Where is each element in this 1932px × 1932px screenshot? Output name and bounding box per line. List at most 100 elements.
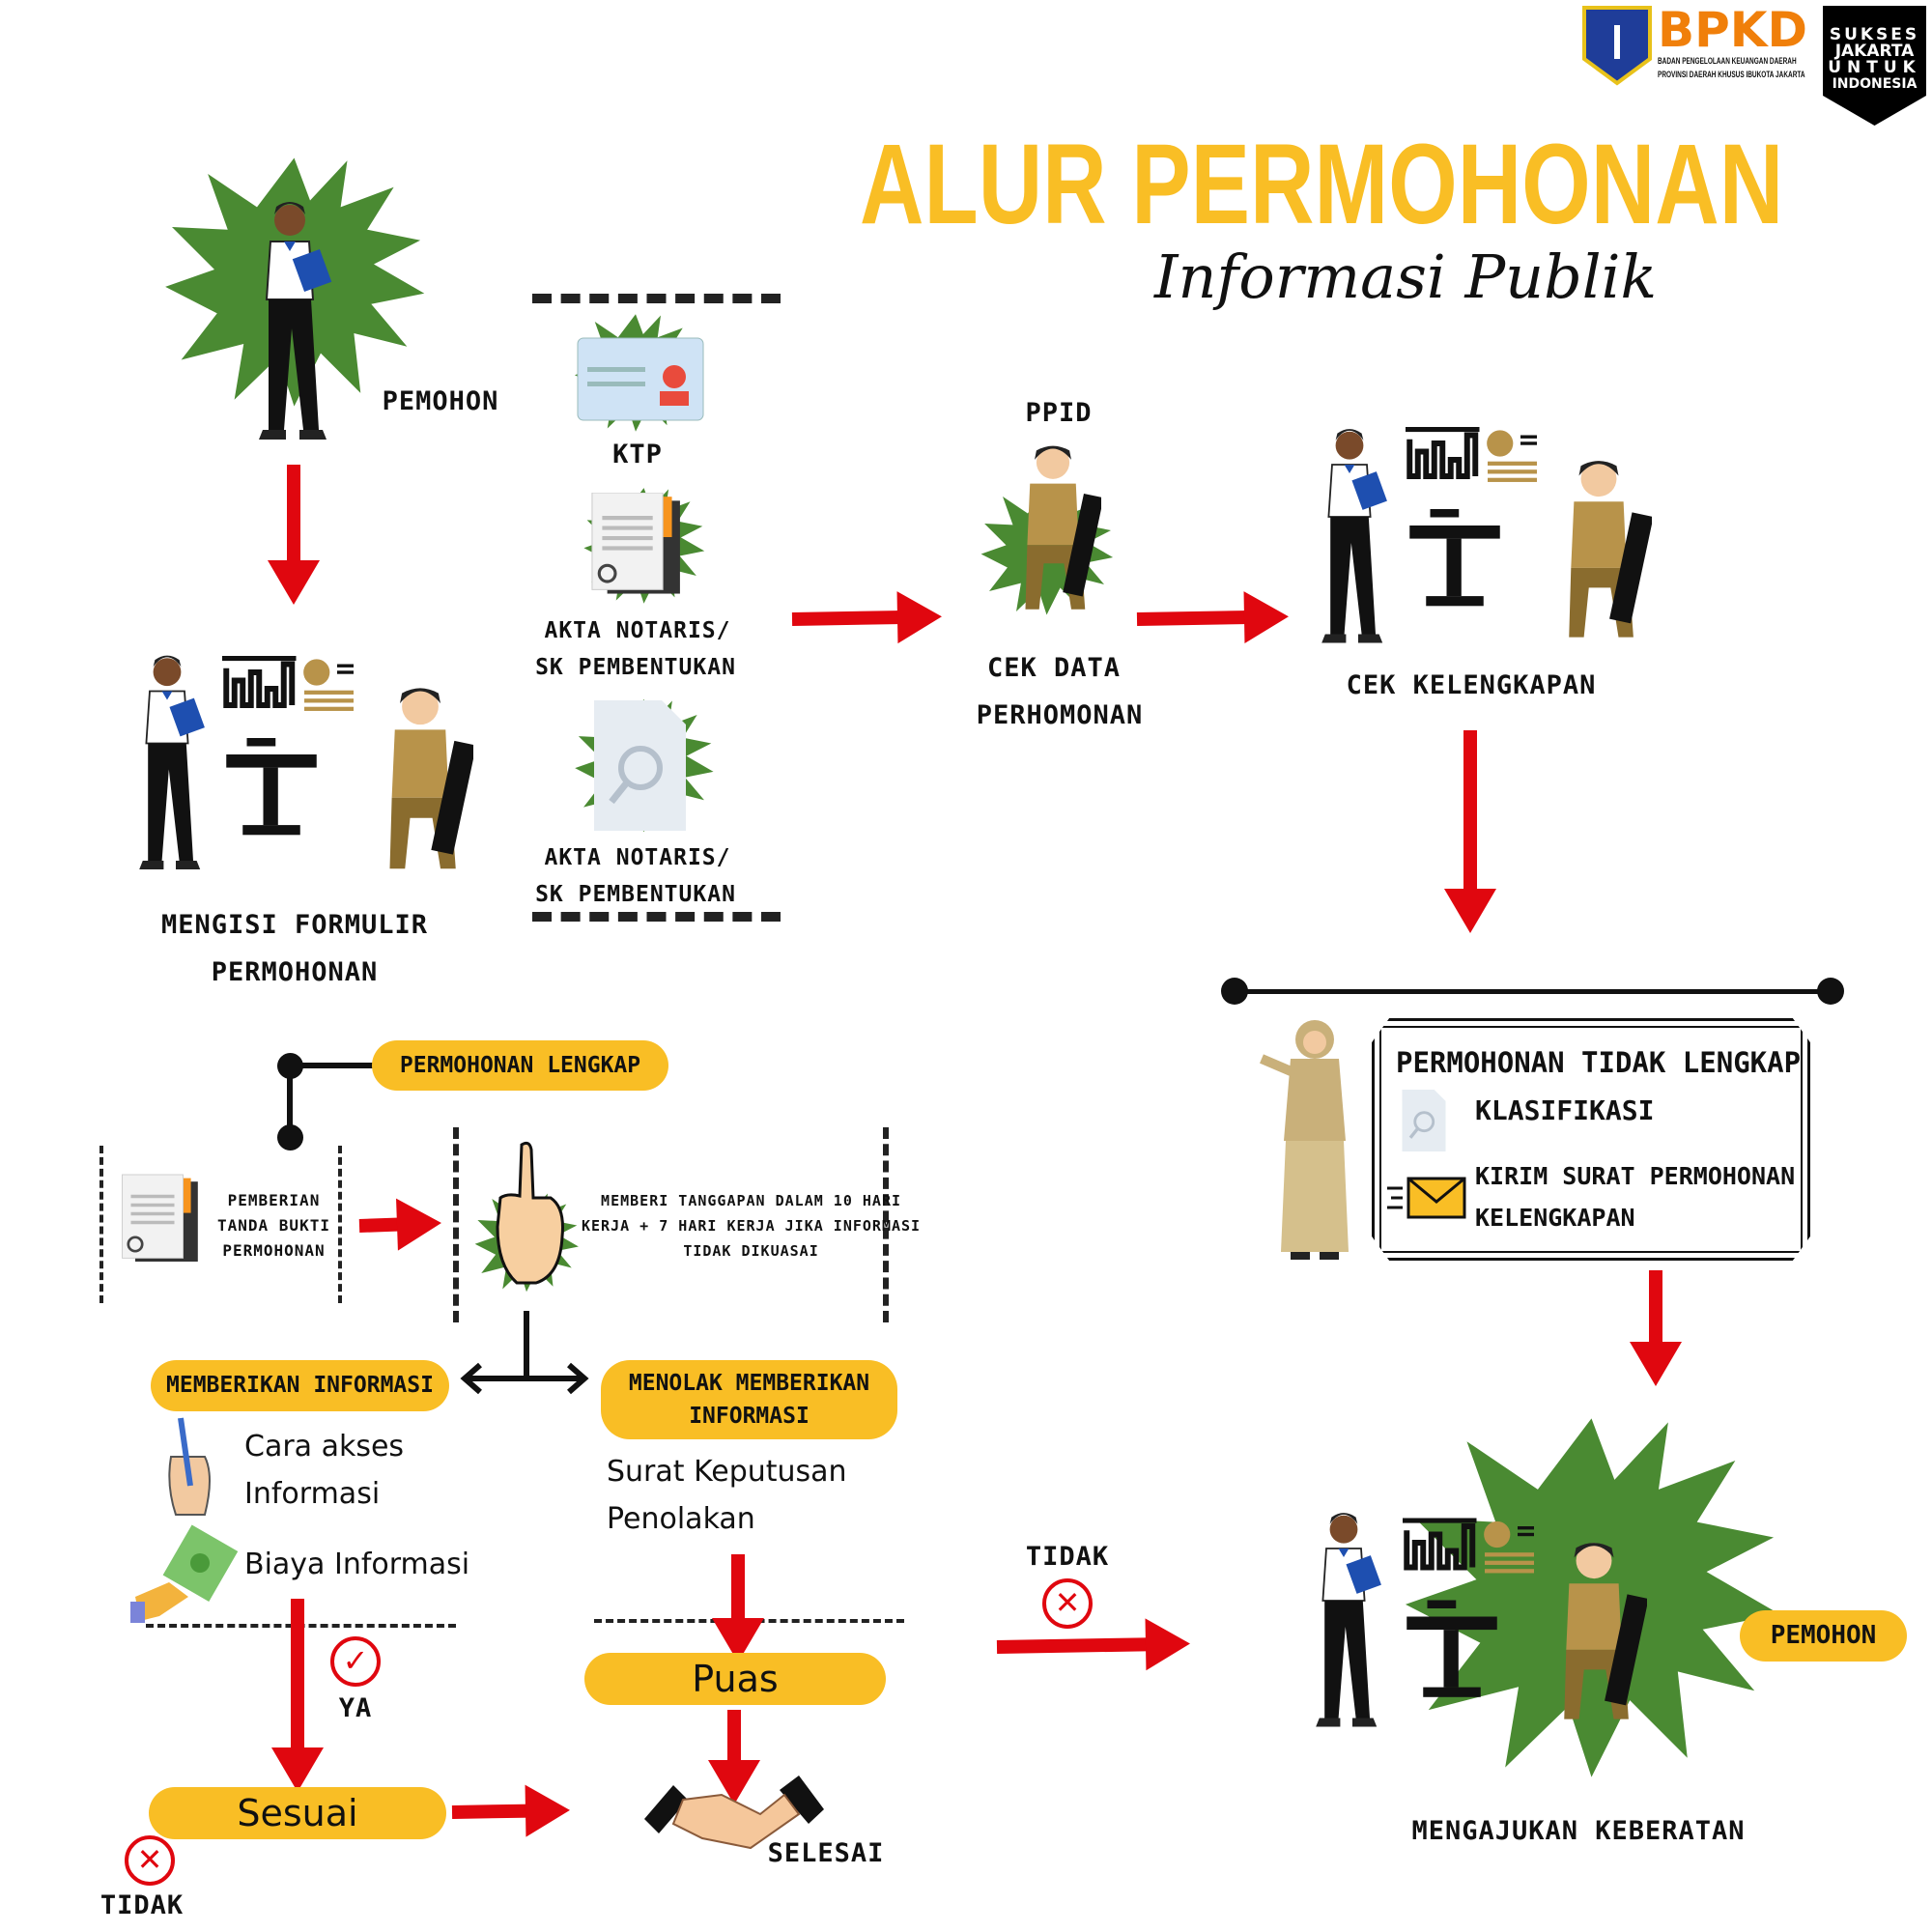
connector-dot	[277, 1124, 303, 1151]
text-line: TIDAK DIKUASAI	[683, 1242, 819, 1260]
label-keberatan: MENGAJUKAN KEBERATAN	[1411, 1816, 1746, 1846]
connector-line	[290, 1063, 377, 1068]
pill-permohonan-lengkap: PERMOHONAN LENGKAP	[372, 1040, 668, 1091]
arrow-right	[358, 1208, 441, 1240]
label-akta-1a: AKTA NOTARIS/	[544, 618, 731, 643]
badge-line: INDONESIA	[1832, 76, 1918, 92]
text-line: PERMOHONAN	[222, 1241, 326, 1260]
label-pemohon: PEMOHON	[382, 386, 499, 416]
envelope-icon	[1387, 1177, 1466, 1219]
text-line: TANDA BUKTI	[217, 1216, 330, 1235]
officer-figure	[1546, 454, 1652, 652]
arrow-right	[792, 602, 942, 634]
label-cek-kelengkapan: CEK KELENGKAPAN	[1346, 670, 1597, 700]
sukses-jakarta-badge: SUKSES JAKARTA UNTUK INDONESIA	[1823, 6, 1926, 126]
pill-puas: Puas	[584, 1653, 886, 1705]
arrow-down	[283, 1599, 312, 1792]
arrow-right	[997, 1630, 1190, 1662]
label-selesai: SELESAI	[767, 1838, 885, 1868]
woman-figure	[1300, 1497, 1387, 1739]
pemohon-figure	[242, 188, 338, 449]
woman-figure	[124, 638, 211, 884]
bpkd-line2: PROVINSI DAERAH KHUSUS IBUKOTA JAKARTA	[1658, 70, 1805, 79]
label-klasifikasi: KLASIFIKASI	[1475, 1094, 1655, 1126]
cross-icon: ✕	[125, 1835, 175, 1886]
label-mengisi-2: PERMOHONAN	[211, 957, 379, 987]
cross-icon: ✕	[1042, 1578, 1093, 1629]
officer-figure	[1541, 1536, 1647, 1734]
incomplete-title: PERMOHONAN TIDAK LENGKAP	[1396, 1046, 1802, 1079]
ppid-officer-figure	[1005, 440, 1101, 623]
label-kirim-1: KIRIM SURAT PERMOHONAN	[1475, 1162, 1796, 1190]
label-ppid: PPID	[1025, 398, 1093, 428]
page-title: ALUR PERMOHONAN	[860, 121, 1784, 248]
incomplete-box	[1372, 1018, 1810, 1261]
text-line: MENOLAK MEMBERIKAN	[628, 1370, 870, 1396]
pointing-hand-icon	[496, 1141, 564, 1285]
label-surat-2: Penolakan	[607, 1502, 755, 1536]
search-document-icon	[1402, 1090, 1446, 1151]
connector-line	[287, 1065, 293, 1137]
badge-line: SUKSES	[1829, 25, 1920, 44]
label-akta-2a: AKTA NOTARIS/	[544, 845, 731, 870]
woman-figure	[1306, 413, 1393, 655]
text-line: KERJA + 7 HARI KERJA JIKA INFORMASI	[582, 1217, 922, 1235]
label-ktp: KTP	[612, 440, 663, 469]
label-tidak-left: TIDAK	[99, 1890, 185, 1920]
connector-line	[1235, 989, 1831, 994]
label-biaya: Biaya Informasi	[244, 1548, 470, 1581]
pill-sesuai: Sesuai	[149, 1787, 446, 1839]
arrow-down	[724, 1554, 753, 1662]
document-icon	[118, 1170, 205, 1275]
desk-scene	[222, 609, 386, 884]
connector-dot	[1817, 978, 1844, 1005]
label-cek-data-2: PERHOMONAN	[976, 700, 1144, 730]
id-card-icon	[577, 337, 704, 421]
label-cek-data-1: CEK DATA	[986, 653, 1122, 683]
jakarta-emblem-icon	[1582, 6, 1652, 86]
double-arrow-icon	[460, 1362, 589, 1395]
divider	[532, 912, 781, 922]
label-mengisi-1: MENGISI FORMULIR	[160, 910, 429, 940]
writing-hand-icon	[168, 1417, 211, 1516]
label-tanda-bukti: PEMBERIAN TANDA BUKTI PERMOHONAN	[217, 1188, 330, 1264]
bpkd-line1: BADAN PENGELOLAAN KEUANGAN DAERAH	[1658, 56, 1797, 66]
arrow-down	[1641, 1270, 1670, 1386]
label-ya: YA	[338, 1693, 373, 1723]
label-akta-1b: SK PEMBENTUKAN	[535, 655, 736, 680]
hijab-officer-figure	[1260, 1020, 1349, 1260]
page-subtitle: Informasi Publik	[1154, 242, 1658, 312]
text-line: PEMBERIAN	[227, 1191, 321, 1209]
badge-line: UNTUK	[1828, 58, 1921, 77]
label-tanggapan: MEMBERI TANGGAPAN DALAM 10 HARI KERJA + …	[582, 1188, 921, 1264]
text-line: INFORMASI	[689, 1404, 810, 1429]
divider	[532, 294, 781, 303]
money-icon	[130, 1524, 239, 1623]
label-cara-akses-1: Cara akses	[244, 1430, 405, 1463]
bpkd-logo: BPKD BADAN PENGELOLAAN KEUANGAN DAERAH P…	[1582, 2, 1809, 86]
arrow-right	[452, 1796, 571, 1827]
pill-memberikan-informasi: MEMBERIKAN INFORMASI	[151, 1360, 449, 1411]
badge-line: JAKARTA	[1834, 42, 1915, 61]
label-cara-akses-2: Informasi	[244, 1477, 381, 1511]
text-line: MEMBERI TANGGAPAN DALAM 10 HARI	[601, 1192, 902, 1209]
handshake-icon	[644, 1776, 824, 1850]
label-kirim-2: KELENGKAPAN	[1475, 1204, 1635, 1232]
arrow-down	[1456, 730, 1485, 933]
arrow-right	[1137, 602, 1289, 634]
bpkd-name: BPKD	[1658, 2, 1808, 58]
label-akta-2b: SK PEMBENTUKAN	[535, 882, 736, 907]
connector-dot	[1221, 978, 1248, 1005]
divider	[883, 1127, 889, 1322]
arrow-down	[279, 465, 308, 605]
pill-menolak: MENOLAK MEMBERIKAN INFORMASI	[601, 1360, 897, 1439]
pill-pemohon: PEMOHON	[1740, 1610, 1907, 1662]
search-document-icon	[594, 700, 686, 831]
connector-line	[524, 1311, 529, 1378]
label-tidak-mid: TIDAK	[1025, 1542, 1110, 1572]
divider	[338, 1146, 342, 1303]
divider	[99, 1146, 103, 1303]
connector-dot	[277, 1053, 303, 1079]
document-icon	[584, 493, 691, 604]
check-icon: ✓	[330, 1636, 381, 1687]
